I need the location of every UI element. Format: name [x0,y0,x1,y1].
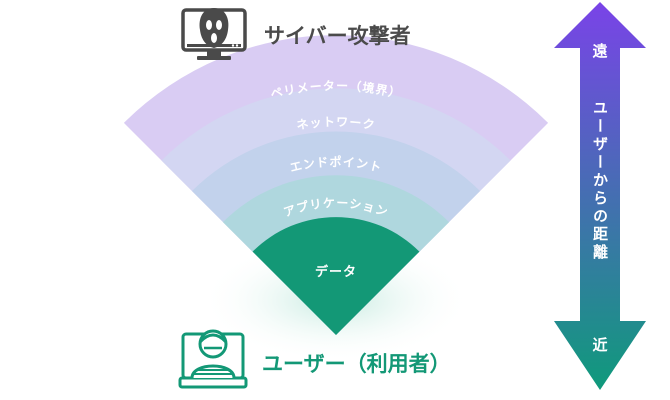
layer-data [252,217,420,335]
layer-label-data: データ [315,264,357,280]
double-arrow-icon [554,2,646,390]
layer-fan [123,35,549,336]
layer-label-endpoint: エンドポイント [288,154,383,175]
far-label: 遠 [592,42,607,60]
layer-label-network: ネットワーク [296,115,377,133]
user-label: ユーザー（利用者） [262,352,451,376]
hacker-mask-monitor-icon [181,8,247,60]
near-label: 近 [592,336,607,354]
distance-arrow: 遠 近 ユーザーからの距離 [554,2,646,390]
user-monitor-icon [178,329,248,389]
attacker-label: サイバー攻撃者 [264,24,411,48]
distance-axis-label: ユーザーからの距離 [591,100,609,262]
